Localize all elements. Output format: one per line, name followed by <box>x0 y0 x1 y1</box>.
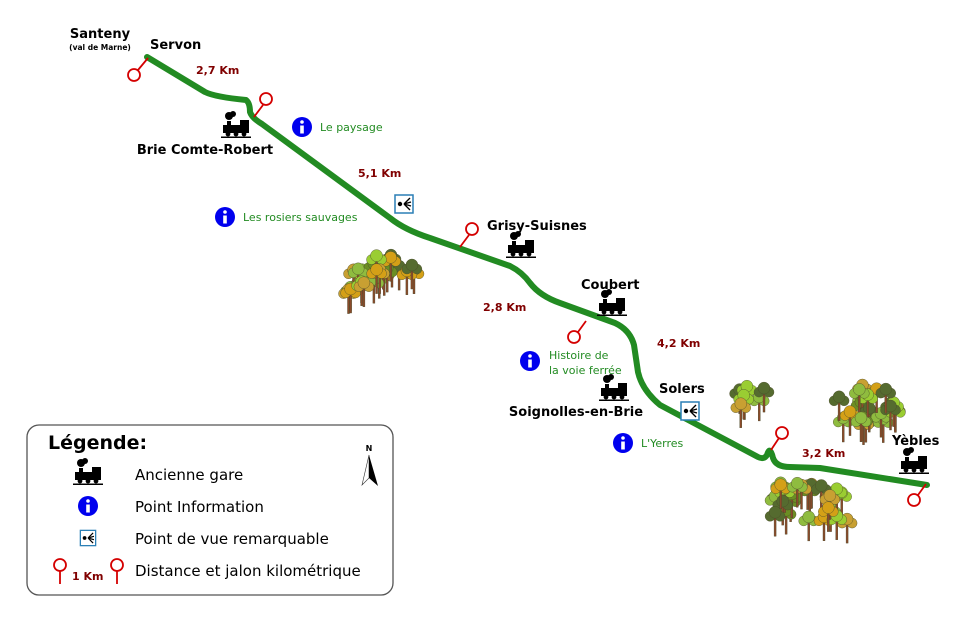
milestone-marker <box>253 92 273 118</box>
milestone-marker <box>770 426 789 451</box>
railway-route <box>144 54 930 488</box>
old-station-icon <box>221 111 251 138</box>
distance-label: 4,2 Km <box>657 337 700 350</box>
viewpoint-icon[interactable] <box>680 401 700 421</box>
milestone-marker <box>127 57 149 82</box>
legend-item-info: Point Information <box>135 498 264 516</box>
legend-info-icon <box>78 496 98 516</box>
old-station-icon <box>599 374 629 401</box>
old-station-icon <box>899 447 929 474</box>
place-servon: Servon <box>150 38 201 53</box>
milestone-marker <box>459 222 479 248</box>
distance-label: 5,1 Km <box>358 167 401 180</box>
milestone-marker <box>567 320 587 344</box>
old-station-icon <box>506 231 536 258</box>
old-station-icon <box>597 289 627 316</box>
info-point-icon[interactable] <box>613 433 633 453</box>
legend-item-distance: Distance et jalon kilométrique <box>135 562 361 580</box>
legend-item-viewpoint: Point de vue remarquable <box>135 530 329 548</box>
poi-label: la voie ferrée <box>549 364 622 377</box>
legend-milestone-icon <box>53 558 124 584</box>
legend-km-sample: 1 Km <box>72 570 103 583</box>
info-point-icon[interactable] <box>520 351 540 371</box>
place-grisy: Grisy-Suisnes <box>487 219 587 234</box>
place-santeny: Santeny <box>70 27 131 42</box>
place-soignolles: Soignolles-en-Brie <box>509 405 643 420</box>
distance-label: 3,2 Km <box>802 447 845 460</box>
viewpoint-icon[interactable] <box>394 194 414 214</box>
distance-label: 2,8 Km <box>483 301 526 314</box>
milestone-marker <box>907 483 927 507</box>
svg-text:N: N <box>366 444 373 453</box>
legend-item-station: Ancienne gare <box>135 466 243 484</box>
legend-viewpoint-icon <box>79 529 97 547</box>
place-solers: Solers <box>659 382 705 397</box>
tree-icon <box>798 510 820 542</box>
info-point-icon[interactable] <box>292 117 312 137</box>
poi-label: Le paysage <box>320 121 383 134</box>
place-yebles: Yèbles <box>891 434 940 449</box>
milestones <box>127 57 927 507</box>
north-arrow-icon: N <box>361 444 378 486</box>
poi-label: Les rosiers sauvages <box>243 211 358 224</box>
place-brie: Brie Comte-Robert <box>137 143 273 158</box>
place-santeny-sub: (val de Marne) <box>69 43 131 52</box>
distance-label: 2,7 Km <box>196 64 239 77</box>
place-coubert: Coubert <box>581 278 639 293</box>
poi-label: Histoire de <box>549 349 609 362</box>
legend: Légende: N Ancienne gare Point Informati… <box>26 424 394 596</box>
info-point-icon[interactable] <box>215 207 235 227</box>
legend-title: Légende: <box>48 432 147 454</box>
poi-label: L'Yerres <box>641 437 684 450</box>
